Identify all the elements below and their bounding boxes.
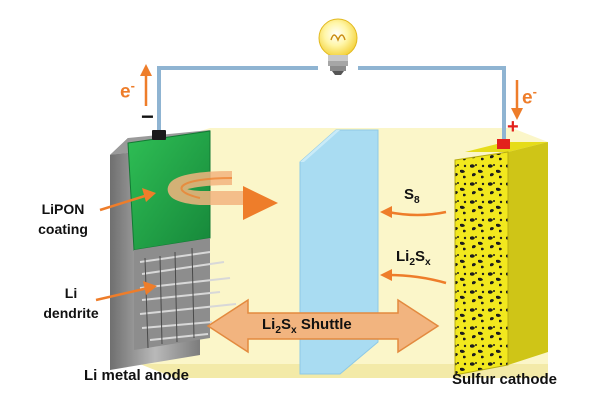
lipon-label: LiPON coating <box>20 199 106 239</box>
lipon-label-line2: coating <box>38 221 88 237</box>
electron-label-right: e- <box>522 84 537 109</box>
sulfur-cathode <box>454 139 548 376</box>
electron-flow-arrow-down <box>511 80 523 120</box>
li-label-line2: dendrite <box>43 305 99 321</box>
curved-arrow <box>167 171 278 220</box>
shuttle-double-arrow <box>206 298 440 354</box>
li2sx-label: Li2Sx <box>396 248 431 268</box>
electron-label-left: e- <box>120 78 135 103</box>
shuttle-label: Li2Sx Shuttle <box>262 316 352 336</box>
positive-terminal <box>497 139 510 149</box>
dendrite-pointer-arrow <box>95 281 157 302</box>
minus-sign: − <box>141 104 154 129</box>
negative-terminal <box>152 130 166 140</box>
anode-label: Li metal anode <box>84 367 190 384</box>
lightbulb-icon <box>318 18 358 75</box>
s8-label: S8 <box>404 186 420 206</box>
li-dendrite-label: Li dendrite <box>38 283 104 323</box>
lipon-pointer-arrow <box>99 188 156 212</box>
external-circuit-wire <box>157 66 506 140</box>
plus-sign: + <box>507 116 519 138</box>
li-label-line1: Li <box>64 285 78 301</box>
li2sx-diffusion-arrow <box>380 269 447 285</box>
lipon-label-line1: LiPON <box>41 201 85 217</box>
s8-diffusion-arrow <box>380 206 447 218</box>
cathode-label: Sulfur cathode <box>452 371 558 388</box>
electron-flow-arrow-up <box>140 64 152 106</box>
